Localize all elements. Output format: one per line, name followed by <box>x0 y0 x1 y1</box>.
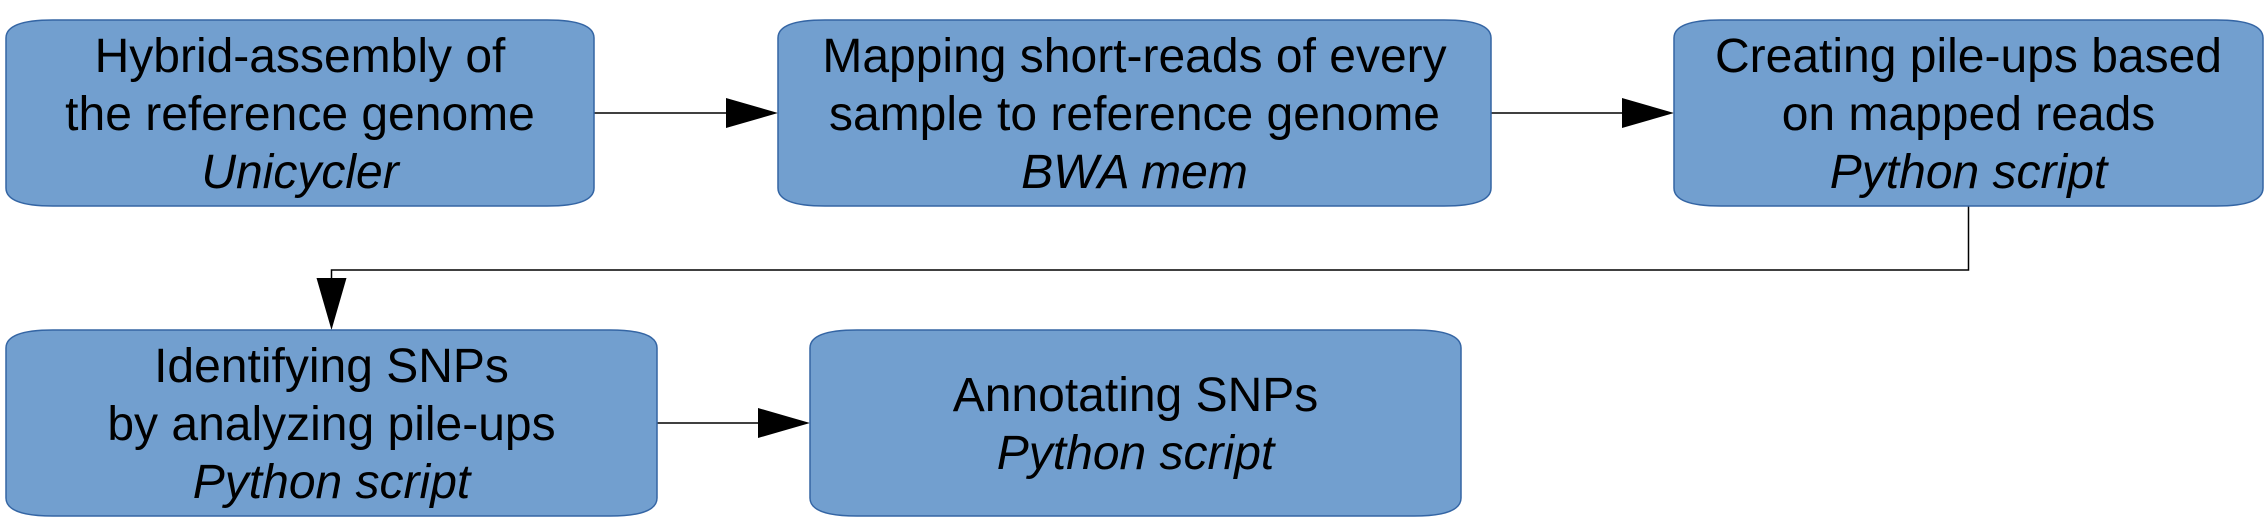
tool-label: BWA mem <box>1021 146 1248 199</box>
tool-label: Python script <box>1830 146 2109 199</box>
arrowhead <box>758 408 810 438</box>
arrowhead <box>316 278 347 330</box>
process-box <box>5 329 658 517</box>
arrowhead <box>1622 98 1674 128</box>
connectors <box>316 98 1970 438</box>
connector-line <box>330 206 1970 280</box>
process-label-line: Hybrid-assembly of <box>95 30 506 83</box>
arrowhead <box>726 98 778 128</box>
process-box <box>809 329 1462 517</box>
process-label-line: Mapping short-reads of every <box>822 30 1446 83</box>
process-box <box>777 19 1492 207</box>
process-label-line: Annotating SNPs <box>953 369 1319 422</box>
process-label-line: by analyzing pile-ups <box>107 398 555 451</box>
connector-identifying-snps-to-annotating-snps <box>657 408 810 438</box>
connector-hybrid-assembly-to-mapping-short-reads <box>594 98 778 128</box>
connector-creating-pile-ups-to-identifying-snps <box>316 206 1970 330</box>
process-label-line: Creating pile-ups based <box>1715 30 2222 83</box>
process-label-line: the reference genome <box>65 88 535 141</box>
process-label-line: sample to reference genome <box>829 88 1440 141</box>
process-label-line: Identifying SNPs <box>154 340 509 393</box>
process-box <box>5 19 595 207</box>
tool-label: Unicycler <box>201 146 400 199</box>
process-box <box>1673 19 2264 207</box>
tool-label: Python script <box>193 456 472 509</box>
process-label-line: on mapped reads <box>1782 88 2156 141</box>
connector-mapping-short-reads-to-creating-pile-ups <box>1491 98 1674 128</box>
tool-label: Python script <box>997 427 1276 480</box>
